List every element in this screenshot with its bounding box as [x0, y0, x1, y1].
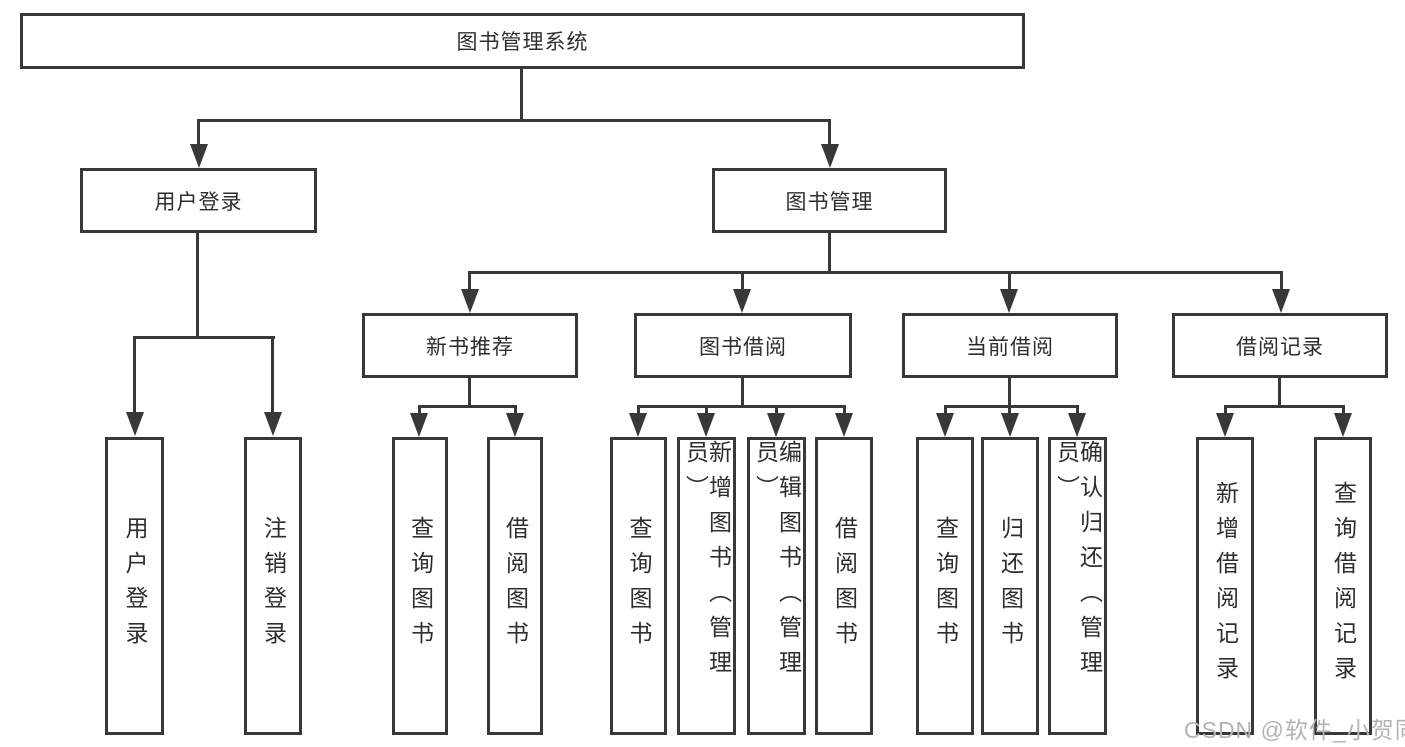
leaf-query-books-current-label: 查询图书 — [932, 516, 959, 656]
connector-to-leaf-user-login — [133, 336, 136, 414]
node-book-management-label: 图书管理 — [785, 190, 874, 214]
connector-current-borrowing-bus — [944, 405, 1079, 408]
node-current-borrowing: 当前借阅 — [902, 313, 1118, 378]
arrow-to-leaf-logout — [264, 412, 282, 436]
arrow-to-user-login — [190, 144, 208, 168]
leaf-query-books-recommend: 查询图书 — [392, 437, 448, 735]
leaf-add-books-admin-label: 新增图书（管理员） — [682, 440, 732, 685]
arrow-to-leaf-edit-books — [767, 413, 785, 437]
node-user-login: 用户登录 — [80, 168, 317, 233]
leaf-query-books-current: 查询图书 — [916, 437, 974, 735]
node-user-login-label: 用户登录 — [154, 190, 243, 214]
arrow-to-leaf-query-current — [936, 413, 954, 437]
node-root: 图书管理系统 — [20, 13, 1025, 69]
connector-user-login-stem — [196, 233, 199, 339]
connector-to-leaf-logout — [271, 336, 274, 414]
connector-borrow-records-bus — [1224, 405, 1344, 408]
connector-to-leaf-add-record — [1224, 405, 1227, 416]
leaf-logout: 注销登录 — [244, 437, 302, 735]
leaf-edit-books-admin: 编辑图书（管理员） — [747, 437, 806, 735]
connector-to-leaf-add-books — [705, 405, 708, 416]
connector-book-borrowing-stem — [741, 378, 744, 408]
connector-book-management-stem — [828, 233, 831, 273]
connector-to-leaf-borrow-recommend — [514, 405, 517, 416]
arrow-to-leaf-return-books — [1001, 413, 1019, 437]
leaf-borrow-books-label: 借阅图书 — [831, 516, 858, 656]
arrow-to-leaf-query-record — [1334, 413, 1352, 437]
connector-new-book-recommend-stem — [468, 378, 471, 408]
connector-root-stem — [520, 68, 523, 122]
leaf-query-books-recommend-label: 查询图书 — [407, 516, 434, 656]
connector-to-leaf-confirm-return — [1076, 405, 1079, 416]
connector-to-leaf-query-record — [1342, 405, 1345, 416]
node-borrow-records: 借阅记录 — [1172, 313, 1388, 378]
leaf-borrow-books-recommend-label: 借阅图书 — [502, 516, 529, 656]
leaf-query-borrow-record: 查询借阅记录 — [1314, 437, 1372, 735]
arrow-to-current-borrowing — [1000, 289, 1018, 313]
connector-book-management-bus — [469, 271, 1283, 274]
leaf-return-books-label: 归还图书 — [997, 516, 1024, 656]
leaf-user-login: 用户登录 — [105, 437, 164, 735]
leaf-edit-books-admin-label: 编辑图书（管理员） — [752, 440, 802, 685]
connector-to-book-borrowing — [741, 271, 744, 291]
connector-to-user-login — [197, 119, 200, 147]
connector-root-bus — [197, 119, 831, 122]
arrow-to-leaf-add-record — [1216, 413, 1234, 437]
connector-to-current-borrowing — [1008, 271, 1011, 291]
node-current-borrowing-label: 当前借阅 — [966, 335, 1054, 359]
watermark: CSDN @软件_小贺同学 — [1184, 717, 1405, 743]
leaf-confirm-return-admin: 确认归还（管理员） — [1048, 437, 1107, 735]
connector-to-leaf-borrow-books — [843, 405, 846, 416]
connector-to-new-book-recommend — [468, 271, 471, 291]
arrow-to-leaf-query-borrow — [629, 413, 647, 437]
node-borrow-records-label: 借阅记录 — [1236, 335, 1324, 359]
node-new-book-recommend-label: 新书推荐 — [426, 335, 514, 359]
arrow-to-leaf-query-recommend — [410, 413, 428, 437]
node-root-label: 图书管理系统 — [456, 31, 589, 54]
connector-current-borrowing-stem — [1008, 378, 1011, 408]
leaf-add-borrow-record-label: 新增借阅记录 — [1212, 481, 1239, 691]
leaf-logout-label: 注销登录 — [260, 516, 287, 656]
connector-new-book-recommend-bus — [418, 405, 517, 408]
connector-to-leaf-query-current — [944, 405, 947, 416]
connector-to-leaf-query-borrow — [637, 405, 640, 416]
leaf-query-books-borrow: 查询图书 — [610, 437, 667, 735]
leaf-borrow-books-recommend: 借阅图书 — [487, 437, 543, 735]
leaf-add-books-admin: 新增图书（管理员） — [677, 437, 736, 735]
leaf-return-books: 归还图书 — [981, 437, 1039, 735]
leaf-borrow-books: 借阅图书 — [815, 437, 873, 735]
connector-to-leaf-return-books — [1008, 405, 1011, 416]
leaf-add-borrow-record: 新增借阅记录 — [1196, 437, 1254, 735]
connector-book-borrowing-bus — [637, 405, 845, 408]
arrow-to-borrow-records — [1272, 289, 1290, 313]
node-book-borrowing-label: 图书借阅 — [699, 335, 787, 359]
leaf-query-books-borrow-label: 查询图书 — [626, 516, 652, 656]
arrow-to-leaf-borrow-books — [835, 413, 853, 437]
arrow-to-book-borrowing — [733, 289, 751, 313]
node-book-borrowing: 图书借阅 — [634, 313, 852, 378]
leaf-query-borrow-record-label: 查询借阅记录 — [1330, 481, 1357, 691]
arrow-to-leaf-add-books — [697, 413, 715, 437]
leaf-user-login-label: 用户登录 — [122, 516, 148, 656]
connector-to-leaf-query-recommend — [418, 405, 421, 416]
arrow-to-leaf-user-login — [126, 412, 144, 436]
leaf-confirm-return-admin-label: 确认归还（管理员） — [1053, 440, 1103, 685]
connector-borrow-records-stem — [1278, 378, 1281, 408]
arrow-to-leaf-borrow-recommend — [506, 413, 524, 437]
node-book-management: 图书管理 — [712, 168, 947, 233]
connector-to-book-management — [828, 119, 831, 147]
arrow-to-new-book-recommend — [461, 289, 479, 313]
connector-user-login-bus — [133, 336, 275, 339]
node-new-book-recommend: 新书推荐 — [362, 313, 578, 378]
arrow-to-book-management — [821, 144, 839, 168]
arrow-to-leaf-confirm-return — [1068, 413, 1086, 437]
connector-to-borrow-records — [1280, 271, 1283, 291]
connector-to-leaf-edit-books — [775, 405, 778, 416]
